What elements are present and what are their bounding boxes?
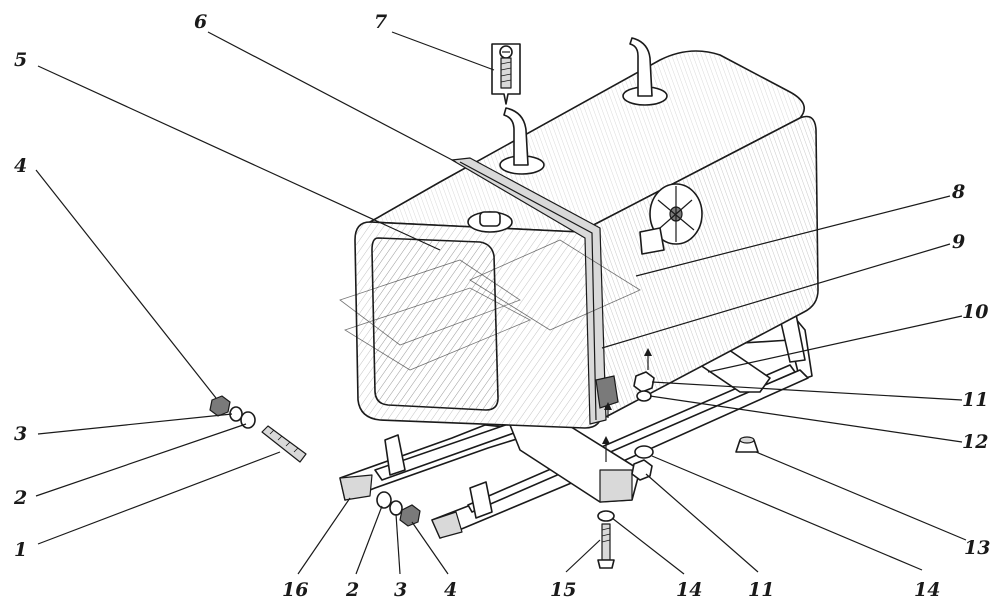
callout-11: 11 <box>962 389 988 411</box>
fuel-level-sensor <box>639 183 703 255</box>
leader-11b <box>645 473 759 573</box>
bolt-15 <box>597 523 615 569</box>
callout-3: 3 <box>14 423 27 445</box>
callout-10: 10 <box>962 301 988 323</box>
leader-12 <box>649 395 963 443</box>
leader-3b <box>395 513 401 575</box>
callout-6: 6 <box>194 11 207 33</box>
outlet-pipe-rear <box>629 37 653 97</box>
bottom-fastener-group <box>376 491 421 527</box>
inset-bolt-7 <box>491 43 521 105</box>
callout-15: 15 <box>550 579 576 601</box>
mounting-frame <box>339 311 813 539</box>
washer-14-lower <box>597 510 615 522</box>
leader-10 <box>707 315 963 373</box>
callout-2: 2 <box>13 487 27 509</box>
leader-9 <box>601 243 951 349</box>
stud-1 <box>261 425 307 463</box>
nut-4-bottom <box>399 504 421 527</box>
leader-4b <box>411 521 449 575</box>
fuel-tank <box>339 37 819 429</box>
nut-11-upper <box>633 371 655 393</box>
callout-labels: 1 2 3 4 5 6 7 8 9 10 11 12 13 14 11 14 1… <box>13 11 990 601</box>
leader-16 <box>297 497 351 575</box>
leader-2b <box>355 505 383 575</box>
callout-4: 4 <box>14 155 27 177</box>
tank-strap-band <box>451 157 607 425</box>
outlet-pipe-front <box>503 107 529 166</box>
leader-6 <box>207 31 457 163</box>
callout-7: 7 <box>374 11 387 33</box>
left-stud-assembly <box>209 395 307 463</box>
filler-cap-plug <box>479 211 501 227</box>
washer-12 <box>636 390 652 402</box>
front-rail-bracket-left <box>469 481 493 519</box>
callout-13: 13 <box>964 537 990 559</box>
tank-bottom-bracket <box>595 375 619 409</box>
callout-9: 9 <box>952 231 965 253</box>
washer-3-bottom <box>389 500 403 516</box>
leader-5 <box>37 65 441 251</box>
leader-2a <box>35 423 247 497</box>
leader-8 <box>635 195 951 277</box>
left-rail-bracket <box>384 434 406 476</box>
leader-4a <box>35 169 217 399</box>
leader-1 <box>37 451 281 545</box>
washer-14-upper <box>634 445 654 459</box>
callout-4-bottom: 4 <box>444 579 457 601</box>
callout-5: 5 <box>14 49 27 71</box>
callout-14: 14 <box>914 579 940 601</box>
callout-14-bottom: 14 <box>676 579 702 601</box>
washer-2-bottom <box>376 491 392 509</box>
callout-16: 16 <box>282 579 308 601</box>
nut-4-left <box>209 395 231 417</box>
leader-14b <box>611 517 685 575</box>
ghost-frame-outline <box>339 239 641 371</box>
callout-2-bottom: 2 <box>345 579 359 601</box>
leader-11a <box>651 381 963 401</box>
callout-3-bottom: 3 <box>394 579 407 601</box>
callout-1: 1 <box>14 539 27 561</box>
middle-cross-member-face <box>599 469 633 503</box>
leader-13 <box>755 451 967 541</box>
right-fastener-group <box>597 371 759 569</box>
fasteners <box>209 43 759 569</box>
leader-lines <box>35 31 967 575</box>
callout-12: 12 <box>962 431 988 453</box>
leader-7 <box>391 31 495 71</box>
callout-8: 8 <box>951 181 965 203</box>
left-rail-end <box>339 474 373 501</box>
front-rail-end <box>431 511 463 539</box>
leader-14a <box>651 455 923 571</box>
front-rail-top-lip <box>467 364 796 513</box>
leader-15 <box>565 539 601 573</box>
leader-3a <box>37 413 233 435</box>
callout-11-bottom: 11 <box>748 579 774 601</box>
